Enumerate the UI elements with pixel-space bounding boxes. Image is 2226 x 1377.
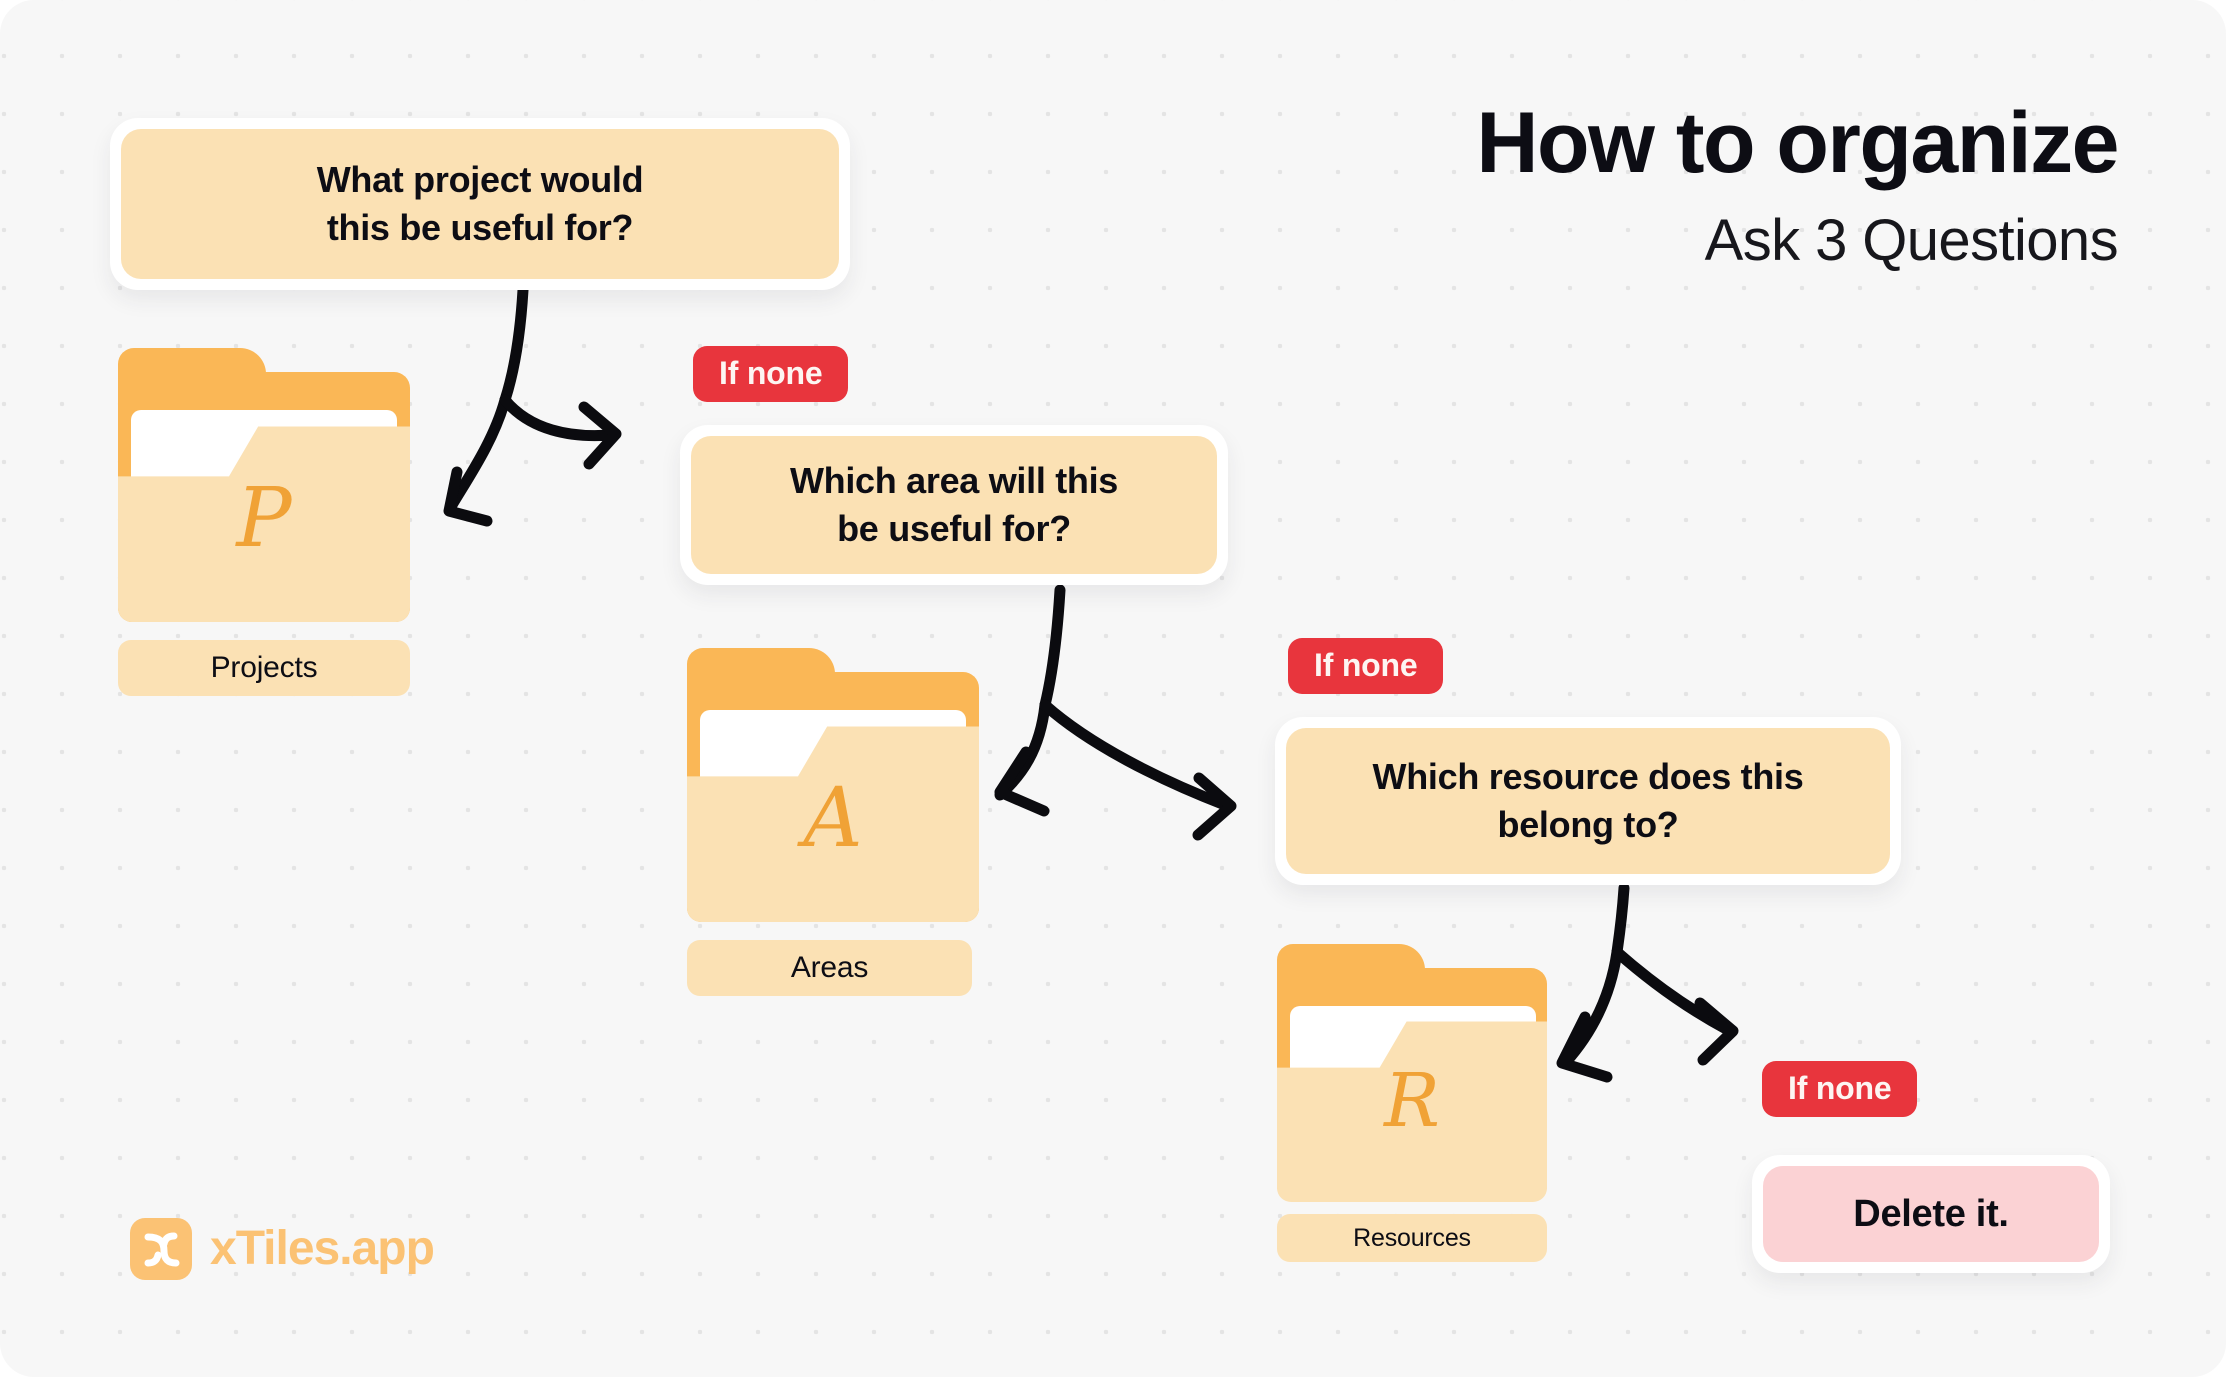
question-line-2: this be useful for? [326, 207, 634, 248]
question-card-areas: Which area will this be useful for? [680, 425, 1228, 585]
question-card-fill: What project would this be useful for? [121, 129, 839, 279]
question-text: What project would this be useful for? [317, 156, 644, 251]
question-line-1: What project would [316, 159, 644, 201]
page-subtitle: Ask 3 Questions [1704, 208, 2119, 273]
question-line-2: belong to? [1497, 804, 1679, 845]
brand-logo: xTiles.app [130, 1218, 435, 1280]
arrow1-stem [499, 284, 529, 406]
arrow3-right-branch [1611, 946, 1734, 1036]
arrow2-stem [1039, 584, 1066, 711]
arrow1-right-branch [499, 394, 616, 442]
arrow2-right-branch [1039, 699, 1231, 811]
question-card-fill: Which resource does this belong to? [1286, 728, 1890, 874]
folder-icon-areas: A [687, 648, 979, 922]
status-badge-if-none-1: If none [693, 346, 849, 402]
folder-icon-projects: P [118, 348, 410, 622]
question-card-fill: Which area will this be useful for? [691, 436, 1217, 574]
question-line-1: Which resource does this [1372, 756, 1804, 798]
folder-group-resources: R Resources [1277, 944, 1547, 1262]
outcome-text: Delete it. [1853, 1192, 2009, 1235]
arrow1-right-head [578, 401, 622, 470]
status-badge-if-none-2: If none [1288, 638, 1444, 694]
folder-letter-glyph: R [1384, 1058, 1440, 1144]
folder-label-resources: Resources [1277, 1214, 1547, 1262]
outcome-card-delete: Delete it. [1752, 1155, 2110, 1273]
folder-letter-glyph: A [803, 771, 863, 866]
folder-group-areas: A Areas [687, 648, 979, 996]
arrow3-stem [1611, 882, 1630, 958]
page-title: How to organize [1476, 95, 2119, 191]
arrow2-left-head [994, 746, 1050, 817]
xtiles-swoosh-icon [130, 1218, 192, 1280]
question-card-projects: What project would this be useful for? [110, 118, 850, 290]
arrow3-left-head [1556, 1011, 1613, 1083]
arrow1-left-branch [446, 394, 511, 511]
folder-label-areas: Areas [687, 940, 972, 996]
folder-label-projects: Projects [118, 640, 410, 696]
question-line-2: be useful for? [837, 508, 1071, 549]
title-block: How to organize Ask 3 Questions [1218, 95, 2119, 273]
arrow2-left-branch [994, 699, 1051, 801]
arrow2-right-head [1192, 772, 1237, 841]
folder-icon-resources: R [1277, 944, 1547, 1202]
question-card-resources: Which resource does this belong to? [1275, 717, 1901, 885]
arrow1-left-head [443, 466, 493, 527]
question-text: Which area will this be useful for? [790, 457, 1118, 552]
brand-logo-text: xTiles.app [210, 1222, 435, 1275]
arrow3-left-branch [1560, 946, 1623, 1068]
arrow3-right-head [1694, 997, 1739, 1066]
folder-letter-glyph: P [236, 471, 292, 566]
status-badge-if-none-3: If none [1762, 1061, 1918, 1117]
folder-group-projects: P Projects [118, 348, 410, 696]
question-text: Which resource does this belong to? [1373, 753, 1804, 848]
question-line-1: Which area will this [789, 460, 1119, 502]
outcome-card-fill: Delete it. [1763, 1166, 2099, 1262]
